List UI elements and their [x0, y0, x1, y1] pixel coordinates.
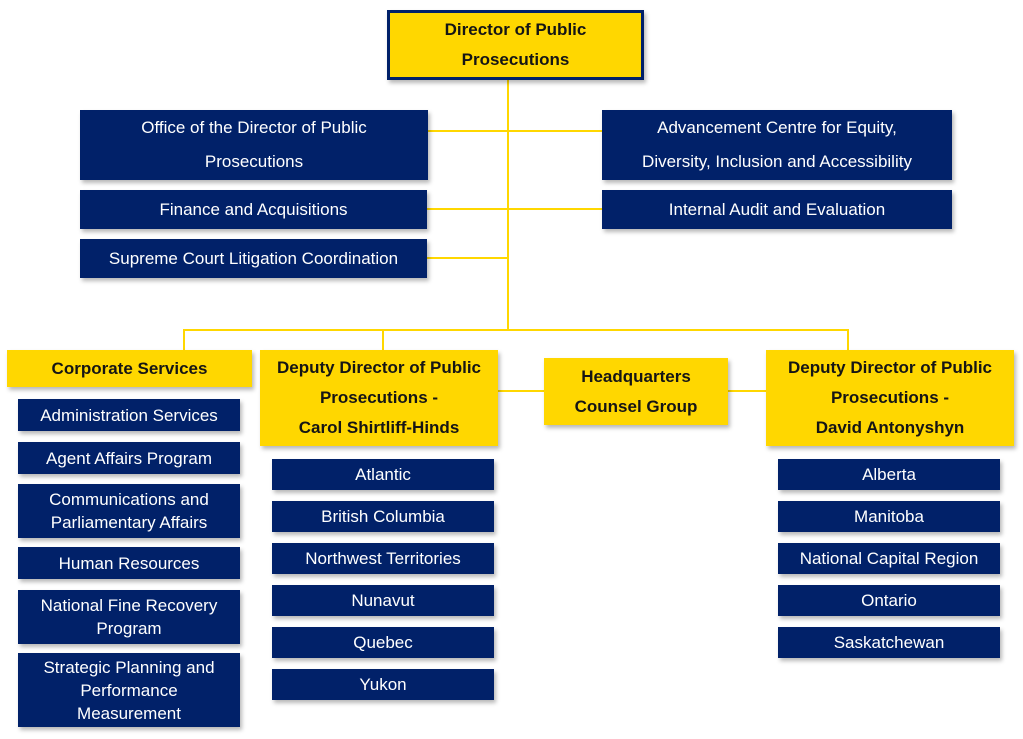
- connector-row1-horizontal: [428, 130, 602, 132]
- node-label-line: British Columbia: [321, 507, 445, 526]
- node-advancement-centre-for-equity-diversity-inclusion-accessibility: Advancement Centre for Equity, Diversity…: [602, 110, 952, 180]
- node-label-line: Internal Audit and Evaluation: [668, 199, 886, 219]
- node-label-line: David Antonyshyn: [815, 418, 965, 437]
- node-office-of-the-director-of-public-prosecutions: Office of the Director of Public Prosecu…: [80, 110, 428, 180]
- node-label-line: Prosecutions -: [830, 388, 950, 407]
- node-label-line: Deputy Director of Public: [787, 358, 993, 377]
- node-quebec: Quebec: [272, 627, 494, 658]
- node-label-line: Diversity, Inclusion and Accessibility: [642, 152, 912, 171]
- node-label-line: Atlantic: [355, 465, 411, 484]
- connector-level3-horizontal: [183, 329, 849, 331]
- node-label-line: Prosecutions: [204, 152, 304, 171]
- node-label-line: Manitoba: [854, 507, 924, 526]
- node-label-line: National Capital Region: [799, 549, 979, 568]
- node-label-line: Counsel Group: [574, 396, 698, 416]
- node-label-line: Communications and: [49, 490, 209, 509]
- node-alberta: Alberta: [778, 459, 1000, 490]
- connector-row3-horizontal: [427, 257, 508, 259]
- node-label-line: Quebec: [353, 633, 413, 652]
- node-label-line: Office of the Director of Public: [141, 118, 367, 137]
- node-label-line: Parliamentary Affairs: [50, 513, 208, 532]
- node-label-line: Program: [96, 619, 162, 638]
- node-nunavut: Nunavut: [272, 585, 494, 616]
- node-label-line: Carol Shirtliff-Hinds: [298, 418, 460, 437]
- node-label-line: Saskatchewan: [833, 633, 945, 652]
- node-label-line: Human Resources: [58, 553, 200, 573]
- node-ontario: Ontario: [778, 585, 1000, 616]
- node-northwest-territories: Northwest Territories: [272, 543, 494, 574]
- node-saskatchewan: Saskatchewan: [778, 627, 1000, 658]
- node-strategic-planning-and-performance-measurement: Strategic Planning and Performance Measu…: [18, 653, 240, 727]
- node-label-line: Prosecutions: [461, 50, 570, 69]
- connector-drop-deputy-carol: [382, 329, 384, 350]
- node-label-line: Measurement: [77, 703, 181, 723]
- node-label-line: National Fine Recovery: [40, 596, 218, 615]
- node-headquarters-counsel-group: Headquarters Counsel Group: [544, 358, 728, 425]
- connector-row2-horizontal: [427, 208, 602, 210]
- node-label-line: Northwest Territories: [305, 549, 461, 568]
- node-label-line: Corporate Services: [51, 358, 208, 378]
- node-corporate-services: Corporate Services: [7, 350, 252, 387]
- node-human-resources: Human Resources: [18, 547, 240, 579]
- node-label-line: Agent Affairs Program: [46, 448, 212, 468]
- connector-hq-left: [498, 390, 544, 392]
- node-label-line: Alberta: [862, 465, 916, 484]
- node-atlantic: Atlantic: [272, 459, 494, 490]
- node-british-columbia: British Columbia: [272, 501, 494, 532]
- node-administration-services: Administration Services: [18, 399, 240, 431]
- node-label-line: Ontario: [861, 591, 917, 610]
- node-national-capital-region: National Capital Region: [778, 543, 1000, 574]
- node-yukon: Yukon: [272, 669, 494, 700]
- connector-hq-right: [728, 390, 766, 392]
- node-agent-affairs-program: Agent Affairs Program: [18, 442, 240, 474]
- node-label-line: Nunavut: [351, 591, 415, 610]
- node-label-line: Administration Services: [40, 405, 218, 425]
- connector-drop-deputy-david: [847, 329, 849, 350]
- node-finance-and-acquisitions: Finance and Acquisitions: [80, 190, 427, 229]
- node-label-line: Director of Public: [444, 20, 587, 39]
- node-deputy-director-carol-shirtliff-hinds: Deputy Director of Public Prosecutions -…: [260, 350, 498, 446]
- node-label-line: Supreme Court Litigation Coordination: [108, 248, 399, 268]
- node-supreme-court-litigation-coordination: Supreme Court Litigation Coordination: [80, 239, 427, 278]
- node-label-line: Prosecutions -: [319, 388, 439, 407]
- node-label-line: Yukon: [359, 675, 407, 694]
- node-label-line: Strategic Planning and: [43, 657, 215, 677]
- node-communications-and-parliamentary-affairs: Communications and Parliamentary Affairs: [18, 484, 240, 538]
- node-internal-audit-and-evaluation: Internal Audit and Evaluation: [602, 190, 952, 229]
- node-deputy-director-david-antonyshyn: Deputy Director of Public Prosecutions -…: [766, 350, 1014, 446]
- node-national-fine-recovery-program: National Fine Recovery Program: [18, 590, 240, 644]
- node-manitoba: Manitoba: [778, 501, 1000, 532]
- node-director-of-public-prosecutions: Director of Public Prosecutions: [387, 10, 644, 80]
- node-label-line: Finance and Acquisitions: [159, 199, 348, 219]
- node-label-line: Deputy Director of Public: [276, 358, 482, 377]
- node-label-line: Headquarters: [581, 366, 691, 386]
- node-label-line: Advancement Centre for Equity,: [657, 118, 897, 137]
- connector-drop-corporate-services: [183, 329, 185, 350]
- connector-root-vertical: [507, 80, 509, 330]
- node-label-line: Performance: [80, 680, 178, 700]
